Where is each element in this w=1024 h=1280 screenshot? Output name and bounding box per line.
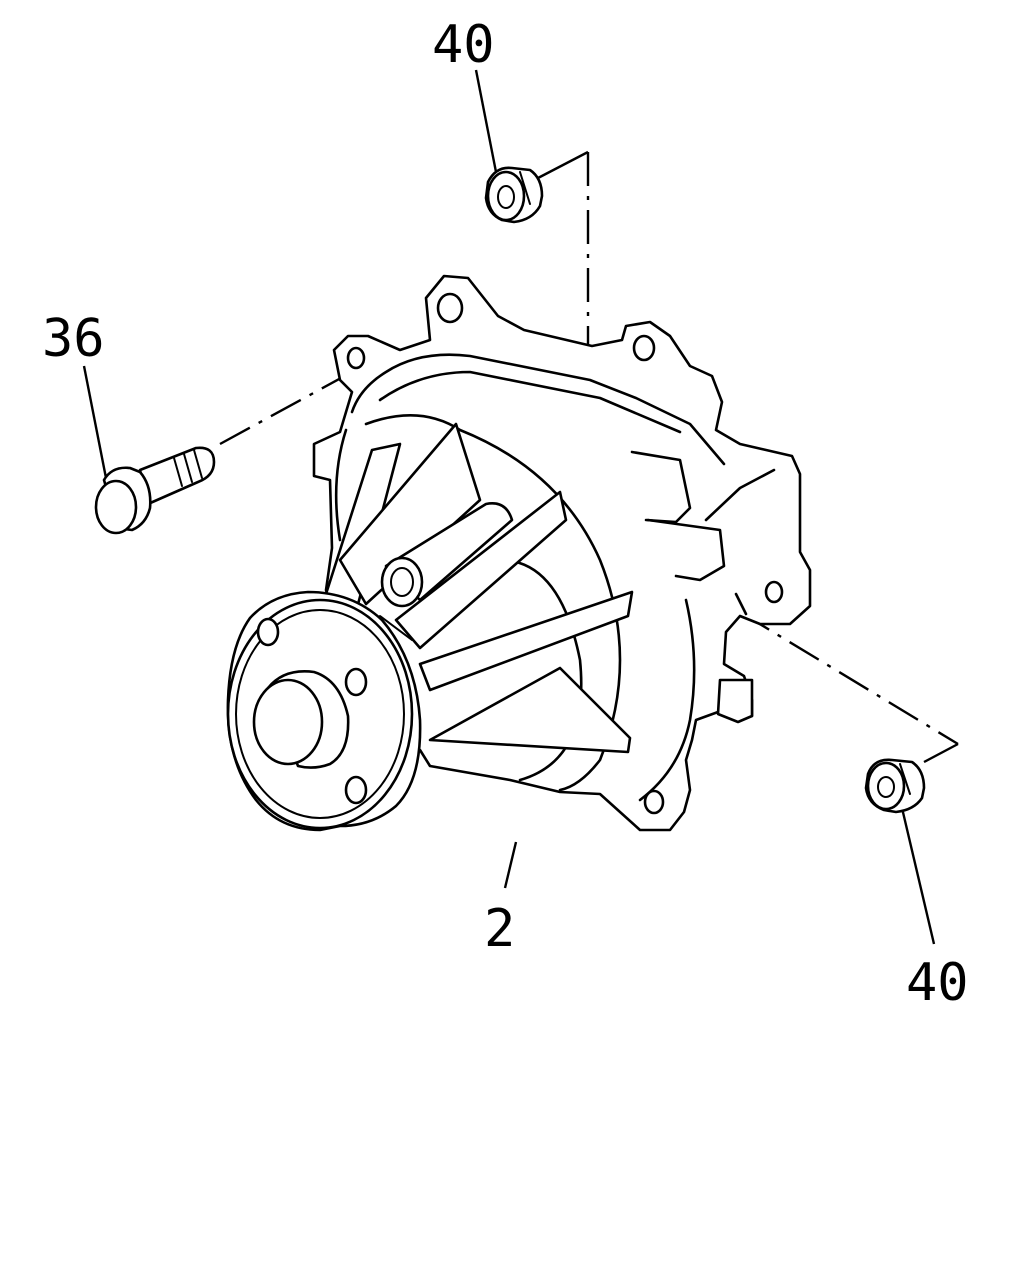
leader-line-nut-top <box>474 69 498 173</box>
mounting-hole <box>764 580 784 604</box>
mounting-hole <box>632 334 656 362</box>
flange-bolt <box>94 446 216 535</box>
mounting-hole <box>436 292 464 324</box>
assembly-line-bottom <box>739 610 959 764</box>
hex-nut-bottom <box>864 758 926 814</box>
callout-label-water-pump: 2 <box>484 899 515 959</box>
mounting-hole <box>643 789 665 815</box>
callout-label-nut-top: 40 <box>432 15 495 75</box>
leader-line-nut-bottom <box>900 807 936 945</box>
hex-nut-top <box>484 166 544 224</box>
assembly-line-bolt <box>219 370 353 446</box>
leader-line-water-pump <box>503 841 518 889</box>
callout-label-nut-bottom: 40 <box>906 953 969 1013</box>
mounting-hole <box>346 346 366 370</box>
water-pump <box>226 274 812 832</box>
callout-label-bolt: 36 <box>42 309 105 369</box>
leader-line-bolt <box>82 365 108 479</box>
